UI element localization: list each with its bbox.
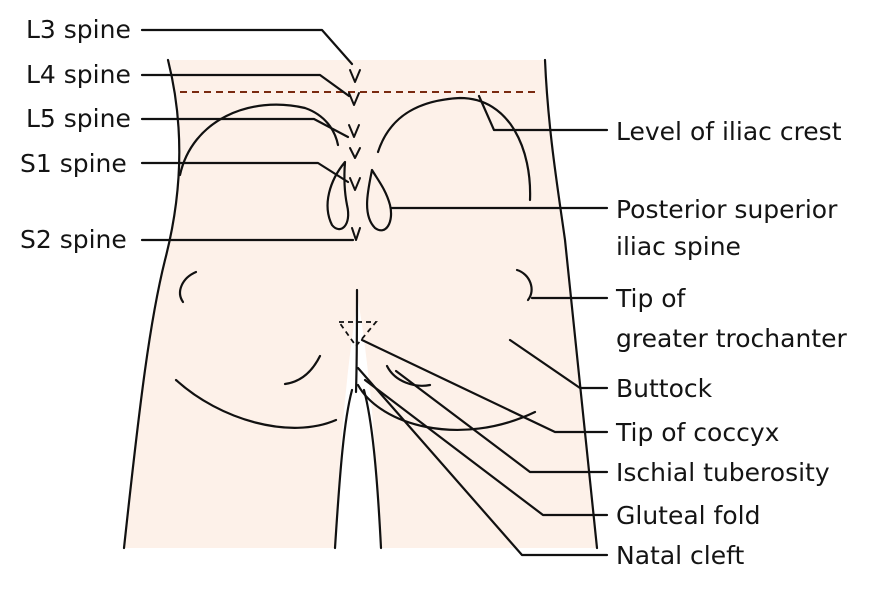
l3-leader bbox=[140, 28, 354, 66]
label-trochanter-line2: greater trochanter bbox=[616, 324, 847, 353]
natal-cleft-leader bbox=[356, 366, 609, 557]
label-gluteal-fold: Gluteal fold bbox=[616, 501, 760, 530]
ischial-leader bbox=[394, 369, 609, 474]
iliac-crest-leader bbox=[477, 94, 609, 132]
label-buttock: Buttock bbox=[616, 374, 713, 403]
left-trochanter-curve bbox=[179, 270, 198, 304]
natal-cleft-line bbox=[354, 288, 359, 394]
left-flank-outline bbox=[122, 58, 181, 550]
label-iliac-crest: Level of iliac crest bbox=[616, 117, 842, 146]
s1-leader bbox=[140, 161, 350, 184]
label-ischial-tuberosity: Ischial tuberosity bbox=[616, 458, 830, 487]
l4-leader bbox=[140, 73, 351, 98]
left-inner-thigh-outline bbox=[333, 388, 354, 550]
right-trochanter-curve bbox=[515, 268, 533, 302]
gluteal-fold-leader bbox=[363, 378, 609, 517]
l5-leader bbox=[140, 117, 350, 139]
body-silhouette bbox=[124, 60, 597, 548]
left-gluteal-fold bbox=[174, 378, 338, 429]
l4-spinous-mark bbox=[348, 92, 360, 106]
label-coccyx: Tip of coccyx bbox=[615, 418, 779, 447]
label-l3-spine: L3 spine bbox=[26, 15, 131, 44]
l5-spinous-mark bbox=[348, 124, 360, 138]
right-inner-thigh-outline bbox=[362, 388, 383, 550]
label-trochanter-line1: Tip of bbox=[615, 284, 687, 313]
left-ischial-contour bbox=[283, 354, 322, 386]
label-s1-spine: S1 spine bbox=[20, 149, 127, 178]
right-psis-dimple bbox=[365, 168, 393, 232]
l3-spinous-mark bbox=[349, 69, 361, 83]
label-l5-spine: L5 spine bbox=[26, 104, 131, 133]
left-psis-dimple bbox=[326, 160, 350, 231]
right-flank-outline bbox=[543, 58, 599, 550]
buttock-leader bbox=[508, 338, 609, 390]
label-psis-line1: Posterior superior bbox=[616, 195, 838, 224]
s1-spinous-mark-lower bbox=[349, 177, 361, 191]
right-iliac-crest-contour bbox=[376, 96, 532, 202]
s1-spinous-mark-upper bbox=[349, 147, 361, 159]
coccyx-leader bbox=[360, 338, 609, 434]
right-ischial-contour bbox=[385, 364, 432, 387]
coccyx-triangle bbox=[337, 321, 378, 348]
label-s2-spine: S2 spine bbox=[20, 225, 127, 254]
label-l4-spine: L4 spine bbox=[26, 60, 131, 89]
label-natal-cleft: Natal cleft bbox=[616, 541, 744, 570]
s2-spinous-mark bbox=[351, 227, 361, 241]
label-psis-line2: iliac spine bbox=[616, 232, 741, 261]
